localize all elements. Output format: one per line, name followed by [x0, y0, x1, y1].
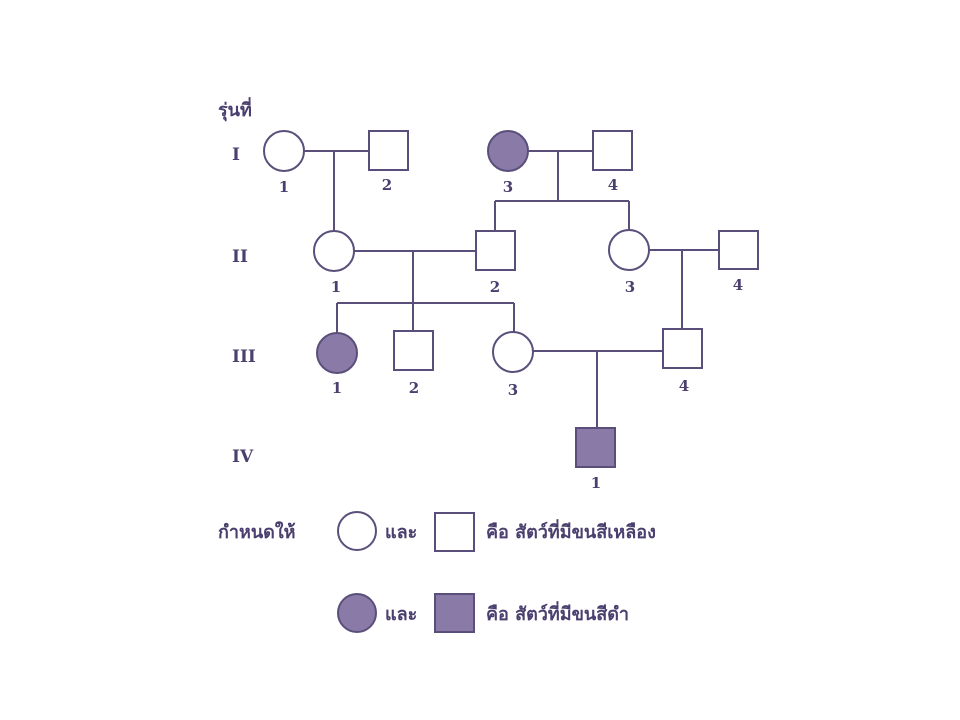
generation-header: รุ่นที่ — [218, 97, 252, 122]
individual-label: 2 — [409, 379, 419, 397]
legend-unaffected-female-symbol — [337, 511, 377, 551]
individual-label: 3 — [625, 278, 635, 296]
legend-affected-male-symbol — [434, 593, 475, 633]
individual-label: 1 — [332, 379, 342, 397]
generation-label-ii: II — [232, 247, 248, 267]
legend: กำหนดให้ และ คือ สัตว์ที่มีขนสีเหลือง แล… — [218, 511, 656, 633]
individual-label: 1 — [591, 474, 601, 492]
legend-given-label: กำหนดให้ — [218, 521, 296, 543]
legend-unaffected-male-symbol — [434, 512, 475, 552]
individual-female-i-3 — [487, 130, 529, 172]
legend-and-label: และ — [385, 604, 417, 625]
individual-label: 4 — [608, 176, 618, 194]
individual-female-ii-1 — [313, 230, 355, 272]
individual-label: 1 — [331, 278, 341, 296]
pedigree-lines — [304, 150, 718, 428]
individual-male-iv-1 — [575, 427, 616, 468]
individual-label: 3 — [503, 178, 513, 196]
individual-female-ii-3 — [608, 229, 650, 271]
individual-label: 1 — [279, 178, 289, 196]
generation-label-i: I — [232, 145, 240, 165]
generation-label-iv: IV — [232, 447, 254, 467]
individual-male-i-4 — [592, 130, 633, 171]
individual-male-ii-4 — [718, 230, 759, 270]
legend-unaffected-text: คือ สัตว์ที่มีขนสีเหลือง — [486, 519, 656, 543]
individual-female-i-1 — [263, 130, 305, 172]
legend-affected-female-symbol — [337, 593, 377, 633]
individual-male-iii-2 — [393, 330, 434, 371]
individual-male-i-2 — [368, 130, 409, 171]
legend-and-label: และ — [385, 522, 417, 543]
individual-label: 2 — [382, 176, 392, 194]
individual-label: 2 — [490, 278, 500, 296]
generation-label-iii: III — [232, 347, 256, 367]
individual-female-iii-3 — [492, 331, 534, 373]
individual-label: 3 — [508, 381, 518, 399]
individual-label: 4 — [733, 276, 743, 294]
individual-female-iii-1 — [316, 332, 358, 374]
individual-male-iii-4 — [662, 328, 703, 369]
individual-label: 4 — [679, 377, 689, 395]
legend-affected-text: คือ สัตว์ที่มีขนสีดำ — [486, 601, 629, 625]
individual-male-ii-2 — [475, 230, 516, 271]
